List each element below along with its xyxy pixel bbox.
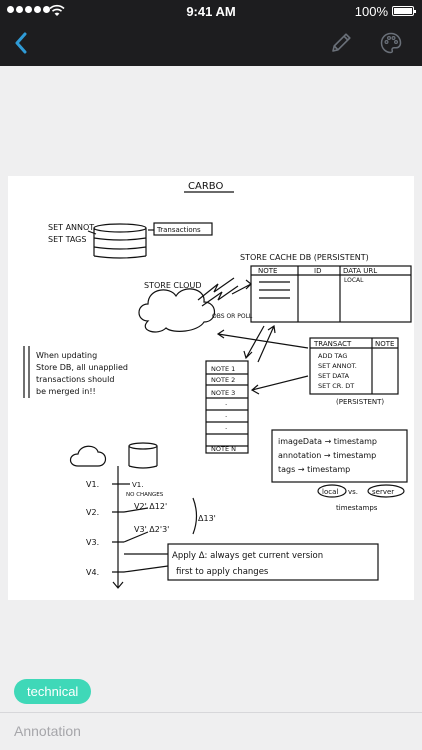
transact-row: SET DATA <box>318 372 350 380</box>
note-title: CARBO <box>188 181 223 192</box>
sketch-drawing: CARBO SET ANNOT. SET TAGS Transactions S… <box>23 181 412 589</box>
store-col-id: ID <box>314 267 321 275</box>
transact-row: SET CR. DT <box>318 382 354 390</box>
v1-label: V1. <box>132 481 143 489</box>
store-col-note: NOTE <box>258 267 277 275</box>
status-bar: 9:41 AM 100% <box>0 0 422 22</box>
warning-line: transactions should <box>36 375 114 384</box>
pencil-icon <box>332 33 351 52</box>
note-store-cache: STORE CACHE DB (PERSISTENT) <box>240 253 369 262</box>
wifi-icon <box>49 4 65 16</box>
transact-persistent: (PERSISTENT) <box>336 398 384 406</box>
sketch-text: CARBO SET ANNOT. SET TAGS Transactions S… <box>36 181 394 577</box>
vs-label: vs. <box>348 488 358 496</box>
notes-list-item: NOTE 3 <box>211 389 235 397</box>
notes-list-item: · <box>225 401 227 409</box>
version-label: V2. <box>86 508 99 517</box>
divider <box>0 712 422 713</box>
apply-line: first to apply changes <box>176 567 269 577</box>
transact-header: NOTE <box>375 340 394 348</box>
note-set-annot: SET ANNOT. <box>48 223 96 232</box>
sketch-image[interactable]: CARBO SET ANNOT. SET TAGS Transactions S… <box>8 176 414 600</box>
annotation-input[interactable] <box>14 720 408 742</box>
no-changes-label: NO CHANGES <box>126 492 164 498</box>
tag-technical[interactable]: technical <box>14 679 92 704</box>
warning-line: be merged in!! <box>36 387 96 396</box>
palette-icon <box>380 32 402 54</box>
delta13-label: Δ13' <box>198 514 216 523</box>
notes-list-item: NOTE 2 <box>211 376 235 384</box>
chevron-left-icon <box>15 32 27 54</box>
status-time: 9:41 AM <box>186 4 236 19</box>
transact-row: SET ANNOT. <box>318 362 357 370</box>
note-obs-poll: OBS OR POLL <box>212 313 253 320</box>
battery-icon <box>392 6 416 16</box>
palette-button[interactable] <box>375 27 407 59</box>
notes-list-item: NOTE N <box>211 445 236 453</box>
notes-list-item: NOTE 1 <box>211 365 235 373</box>
navigation-bar: 9:41 AM 100% <box>0 0 422 66</box>
warning-line: When updating <box>36 351 97 360</box>
note-set-tags: SET TAGS <box>48 235 86 244</box>
version-label: V1. <box>86 480 99 489</box>
notes-list-item: · <box>225 425 227 433</box>
timestamp-line: annotation → timestamp <box>278 451 376 460</box>
notes-list-item: · <box>225 413 227 421</box>
cellular-signal-icon <box>7 6 50 13</box>
server-label: server <box>372 488 394 496</box>
timestamp-line: tags → timestamp <box>278 465 350 474</box>
store-col-data-url: DATA URL <box>343 267 377 275</box>
warning-line: Store DB, all unapplied <box>36 363 128 372</box>
note-store-cloud: STORE CLOUD <box>144 281 202 290</box>
version-label: V3. <box>86 538 99 547</box>
transact-header: TRANSACT <box>313 340 352 348</box>
battery-percentage: 100% <box>354 4 388 19</box>
version-label: V4. <box>86 568 99 577</box>
timestamps-label: timestamps <box>336 504 378 512</box>
note-transactions: Transactions <box>156 226 201 234</box>
transact-row: ADD TAG <box>318 352 347 360</box>
v3-branch-label: V3' Δ2'3' <box>134 525 169 534</box>
apply-line: Apply Δ: always get current version <box>172 551 323 561</box>
back-button[interactable] <box>6 28 36 58</box>
timestamp-line: imageData → timestamp <box>278 437 377 446</box>
v2-branch-label: V2' Δ12' <box>134 502 167 511</box>
store-local: LOCAL <box>344 277 364 284</box>
edit-button[interactable] <box>326 28 356 58</box>
local-label: local <box>322 488 338 496</box>
